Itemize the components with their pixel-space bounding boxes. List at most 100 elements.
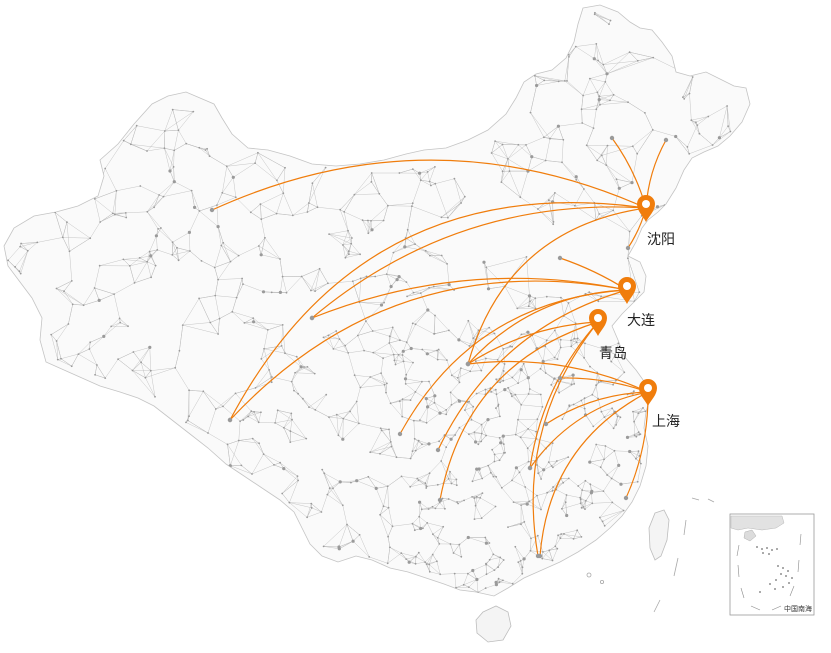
city-marker-qingdao[interactable]: 青岛 [589,309,627,362]
mesh-node [498,437,501,439]
mesh-node [517,143,520,146]
mesh-node [392,353,395,356]
mesh-node [114,213,116,216]
mesh-node [655,205,660,209]
mesh-node [485,434,487,437]
mesh-node [310,289,312,292]
mesh-node [379,303,384,307]
mesh-node [591,393,594,396]
mesh-node [209,321,212,324]
mesh-node [514,393,517,396]
mesh-node [525,502,529,506]
mesh-node [386,485,389,488]
mesh-node [511,479,513,482]
mesh-node [299,365,303,369]
mesh-node [551,490,554,492]
mesh-node [358,534,361,536]
mesh-node [623,371,626,374]
inset-island-dot [768,553,770,555]
mesh-node [259,203,262,206]
mesh-node [468,400,470,403]
mesh-node [577,485,580,487]
mesh-node [460,202,462,204]
route-arc [211,159,647,211]
mesh-node [595,108,598,111]
mesh-node [549,137,551,140]
mesh-node [102,334,106,338]
mesh-node [385,391,387,394]
mesh-node [635,457,637,460]
mesh-node [258,442,260,445]
mesh-node [495,476,498,478]
mesh-node [61,236,64,239]
mesh-node [327,334,330,337]
mesh-node [484,536,487,539]
mesh-node [460,367,462,369]
mesh-node [489,471,492,474]
mesh-node [447,216,449,219]
mesh-node [213,266,216,269]
mesh-node [344,344,347,347]
mesh-node [379,452,381,455]
mesh-node [249,211,252,214]
mesh-node [111,212,114,215]
mesh-node [382,219,385,222]
mesh-node [171,108,174,111]
mesh-node [260,218,263,221]
mesh-node [71,303,74,306]
mesh-node [453,572,456,575]
mesh-node [214,408,217,410]
mesh-node [401,398,404,401]
mesh-node [185,421,187,424]
mesh-node [181,324,184,326]
mesh-node [543,79,546,82]
mesh-node [257,421,260,424]
mesh-node [171,254,174,256]
mesh-node [241,277,244,280]
mesh-node [359,386,362,389]
mesh-node [508,170,511,173]
mesh-node [463,499,465,502]
mesh-node [560,533,563,535]
mesh-node [525,144,527,146]
mesh-node [583,407,586,410]
mesh-node [541,406,544,408]
south-china-sea-inset: 中国南海 [729,513,815,616]
mesh-node [480,432,483,435]
mesh-node [414,243,416,246]
mesh-node [150,276,153,279]
mesh-node [527,294,532,298]
mesh-node [612,209,615,212]
mesh-node [337,434,340,437]
city-marker-shanghai[interactable]: 上海 [639,379,680,430]
mesh-node [355,479,359,483]
mesh-node [14,266,16,268]
mesh-node [556,547,559,550]
city-marker-dalian[interactable]: 大连 [618,277,655,329]
mesh-node [603,416,606,418]
mesh-node [584,479,587,482]
mesh-node [284,166,286,169]
mesh-node [484,388,487,391]
mesh-node [486,287,491,291]
mesh-node [473,431,476,433]
mesh-node [282,467,286,471]
mesh-node [484,541,488,545]
mesh-node [470,418,473,421]
route-origin-dot [397,431,403,437]
mesh-node [94,373,96,376]
mesh-node [369,451,372,454]
city-marker-shenyang[interactable]: 沈阳 [637,195,675,248]
mesh-network [7,12,731,593]
mesh-node [365,320,367,322]
mesh-node [522,557,526,561]
mesh-node [341,504,344,507]
mesh-node [374,486,378,490]
mesh-node [520,403,523,406]
mesh-node [488,558,491,561]
mesh-node [283,426,285,429]
mesh-node [97,298,101,302]
route-arc [529,321,599,469]
mesh-node [271,376,273,378]
